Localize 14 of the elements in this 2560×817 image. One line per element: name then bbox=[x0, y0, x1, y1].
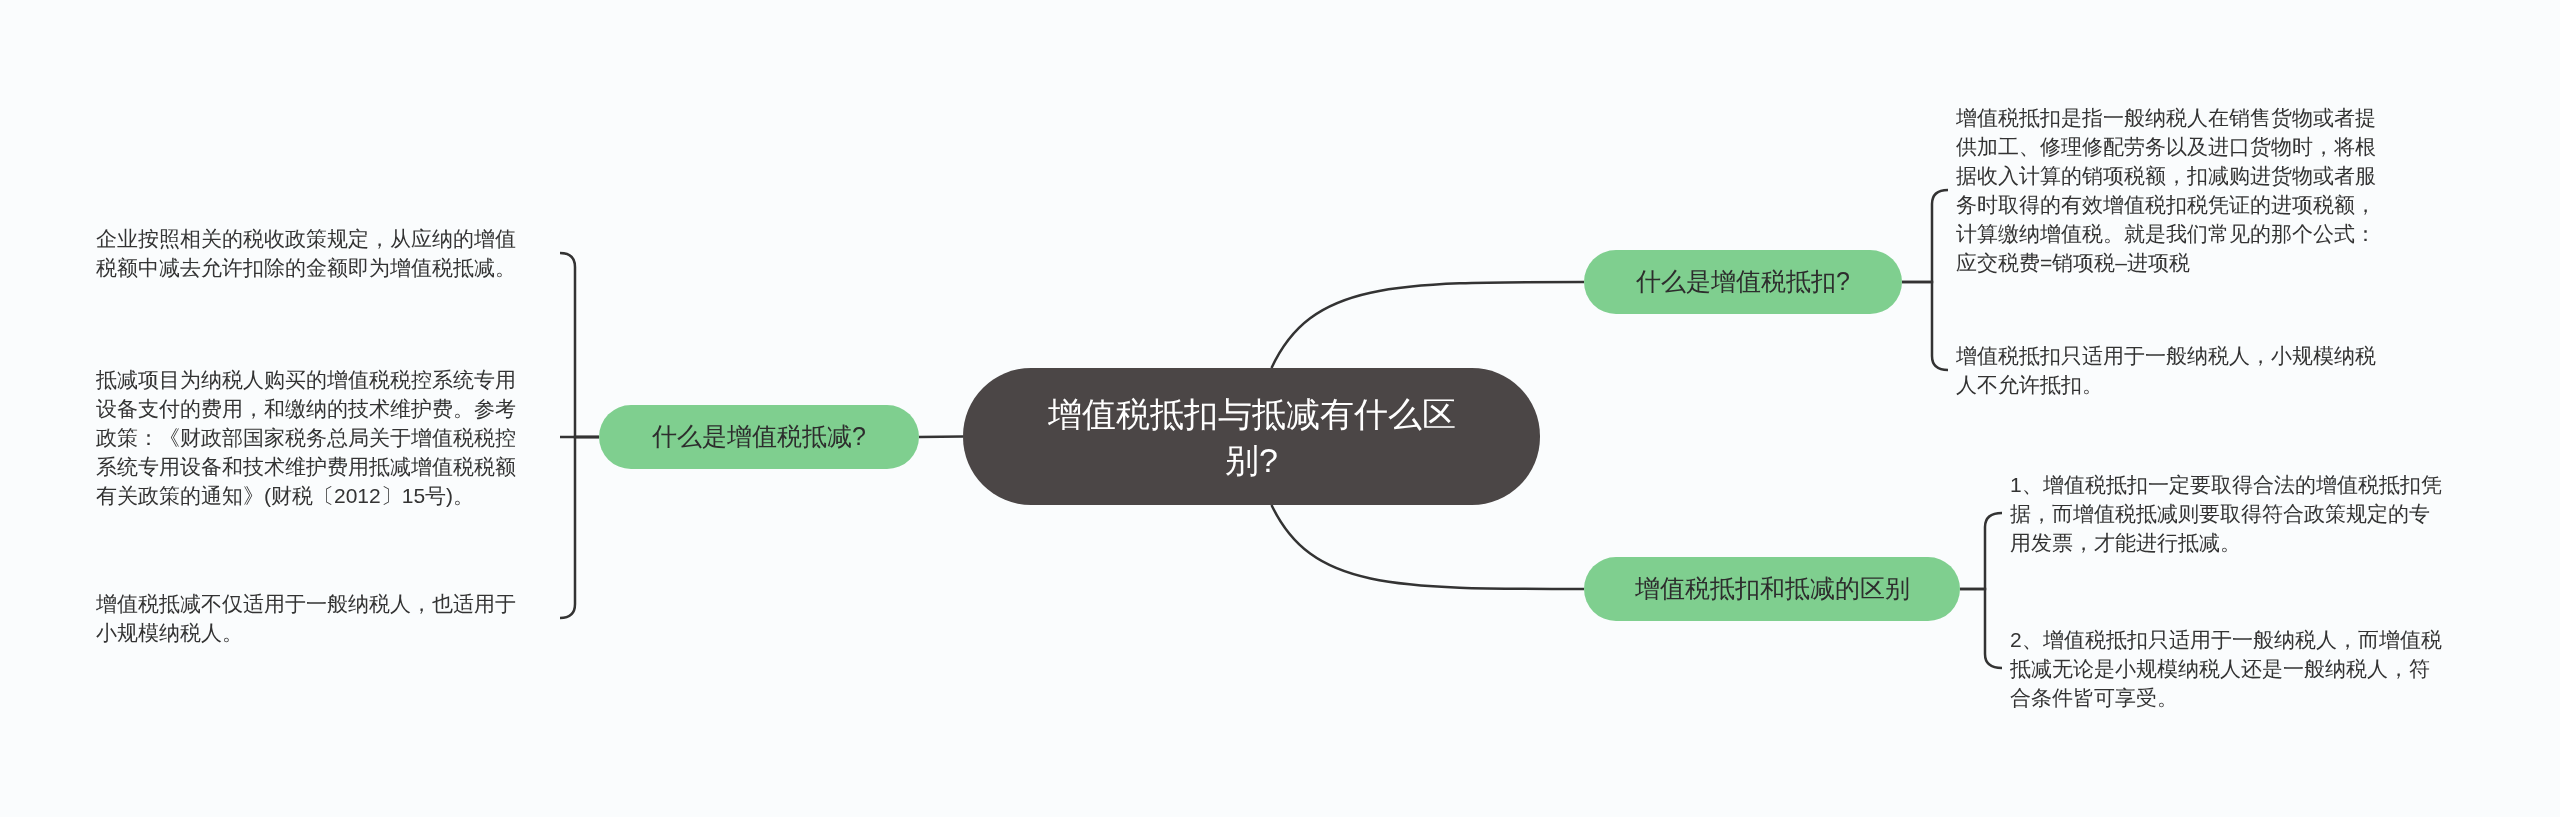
note-text: 增值税抵扣是指一般纳税人在销售货物或者提供加工、修理修配劳务以及进口货物时，将根据收入计算的销项税额，扣减购进货物或者服务时取得的有效增值税扣税凭证的进项税额，计算缴纳增值税。就是我们常见的那个公式：应交税费=销项税–进项税 bbox=[1948, 100, 2428, 280]
note-text: 企业按照相关的税收政策规定，从应纳的增值税额中减去允许扣除的金额即为增值税抵减。 bbox=[88, 220, 560, 286]
branch-topic: 什么是增值税抵减? bbox=[599, 405, 919, 469]
note-text: 增值税抵减不仅适用于一般纳税人，也适用于小规模纳税人。 bbox=[88, 585, 560, 651]
note-text: 2、增值税抵扣只适用于一般纳税人，而增值税抵减无论是小规模纳税人还是一般纳税人，符合条件皆可享受。 bbox=[2002, 620, 2482, 716]
note-text: 1、增值税抵扣一定要取得合法的增值税抵扣凭据，而增值税抵减则要取得符合政策规定的专用发票，才能进行抵减。 bbox=[2002, 465, 2482, 561]
note-text: 增值税抵扣只适用于一般纳税人，小规模纳税人不允许抵扣。 bbox=[1948, 337, 2428, 403]
note-text: 抵减项目为纳税人购买的增值税税控系统专用设备支付的费用，和缴纳的技术维护费。参考政策：《财政部国家税务总局关于增值税税控系统专用设备和技术维护费用抵减增值税税额有关政策的通知》(财税〔2012〕15号)。 bbox=[88, 330, 560, 544]
branch-topic: 增值税抵扣和抵减的区别 bbox=[1584, 557, 1960, 621]
connector-line bbox=[1270, 280, 1584, 369]
central-topic: 增值税抵扣与抵减有什么区别? bbox=[963, 368, 1540, 505]
connector-line bbox=[919, 435, 963, 439]
branch-topic: 什么是增值税抵扣? bbox=[1584, 250, 1902, 314]
connector-line bbox=[1270, 504, 1584, 591]
